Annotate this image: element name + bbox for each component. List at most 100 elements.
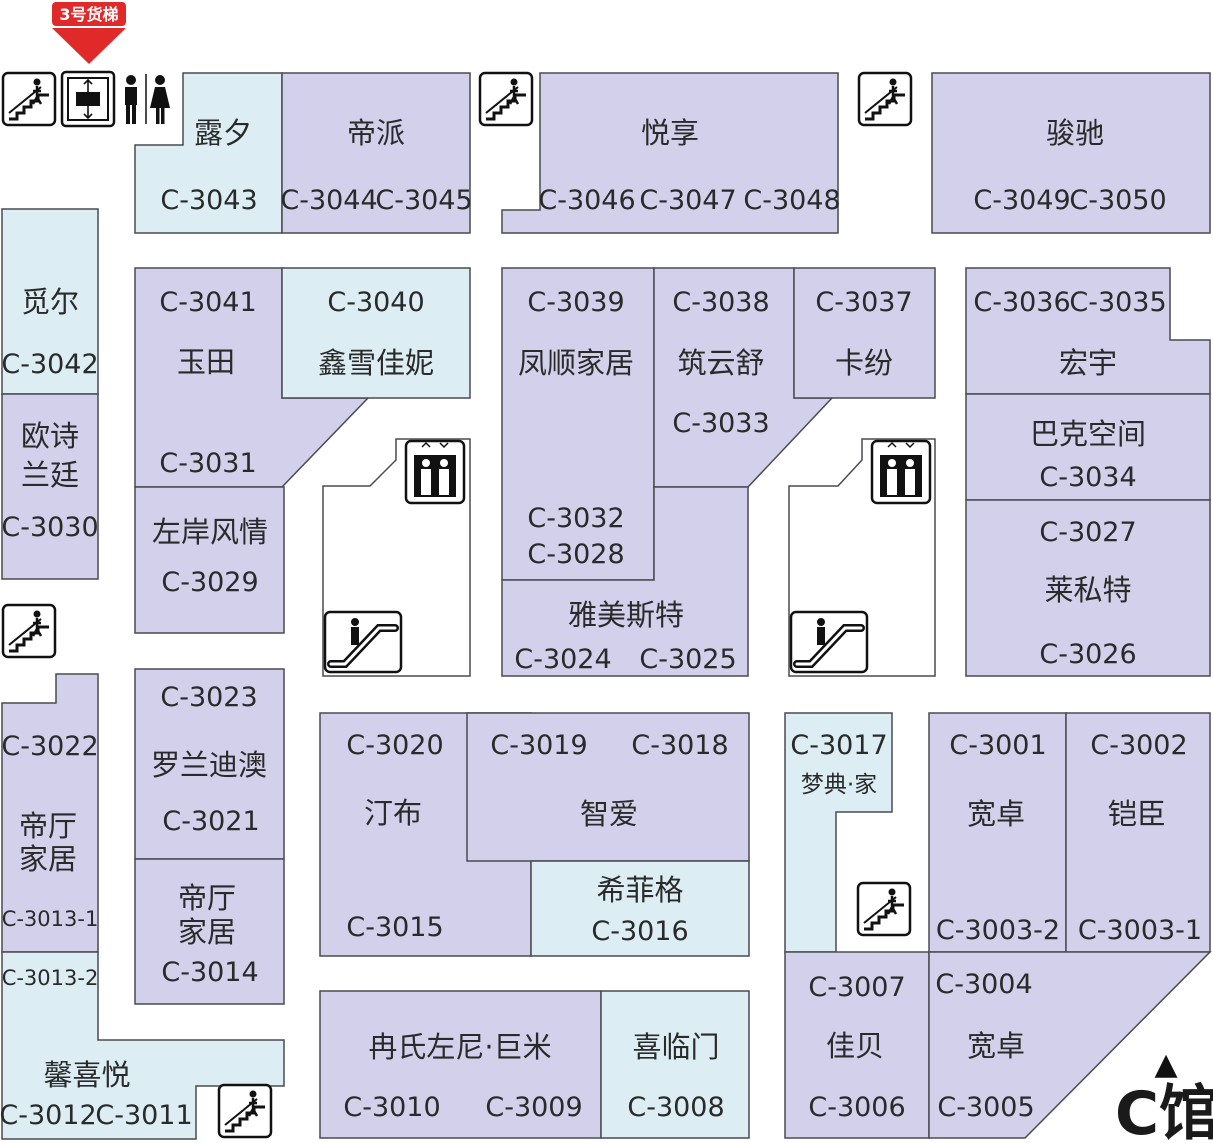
unit-code: C-3035	[1069, 287, 1166, 318]
unit-code: C-3006	[808, 1092, 905, 1123]
unit-3030[interactable]	[1, 393, 99, 580]
store-name: 冉氏左尼·巨米	[368, 1030, 551, 1064]
unit-code: C-3031	[159, 448, 256, 479]
unit-code: C-3050	[1069, 185, 1166, 216]
unit-3010[interactable]	[319, 990, 602, 1139]
store-name: 巴克空间	[1030, 417, 1146, 451]
unit-code: C-3017	[790, 730, 887, 761]
unit-3040[interactable]	[281, 267, 471, 399]
unit-code: C-3013-1	[2, 907, 99, 931]
unit-3042[interactable]	[1, 208, 99, 395]
unit-code: C-3030	[1, 512, 98, 543]
store-name: 铠臣	[1108, 797, 1166, 831]
unit-code: C-3045	[375, 185, 472, 216]
store-name: 莱私特	[1044, 573, 1131, 607]
store-name: 佳贝	[826, 1029, 884, 1063]
unit-3046[interactable]	[501, 72, 839, 234]
unit-code: C-3041	[159, 287, 256, 318]
unit-code: C-3016	[591, 916, 688, 947]
unit-3027[interactable]	[965, 499, 1211, 677]
unit-code: C-3049	[973, 185, 1070, 216]
unit-code: C-3015	[346, 912, 443, 943]
unit-3007[interactable]	[784, 951, 930, 1139]
unit-code: C-3043	[160, 185, 257, 216]
freight-elevator-icon	[60, 70, 116, 128]
unit-code: C-3022	[1, 731, 98, 762]
badge-label: 3号货梯	[59, 5, 118, 24]
unit-code: C-3001	[949, 730, 1046, 761]
unit-code: C-3033	[672, 408, 769, 439]
elevator-icon	[404, 439, 466, 505]
store-name-line: 帝厅	[19, 809, 77, 843]
stairs-icon	[857, 71, 913, 127]
store-name: 馨喜悦	[43, 1058, 130, 1092]
store-name: 希菲格	[596, 873, 683, 907]
unit-3044[interactable]	[281, 72, 471, 234]
unit-code: C-3020	[346, 730, 443, 761]
store-name-line: 兰廷	[21, 458, 79, 492]
unit-3024[interactable]	[501, 486, 749, 677]
unit-code: C-3028	[527, 539, 624, 570]
unit-code: C-3042	[1, 349, 98, 380]
unit-code: C-3038	[672, 287, 769, 318]
unit-3049[interactable]	[931, 72, 1211, 234]
stairs-icon	[478, 71, 534, 127]
unit-code: C-3029	[161, 567, 258, 598]
unit-3001[interactable]	[928, 712, 1067, 953]
store-name-line: 帝厅	[178, 881, 236, 915]
unit-3013-2[interactable]	[1, 951, 285, 1140]
store-name: 露夕	[194, 116, 252, 150]
unit-code: C-3023	[160, 682, 257, 713]
unit-code: C-3011	[95, 1100, 192, 1131]
unit-code: C-3036	[973, 287, 1070, 318]
unit-code: C-3002	[1090, 730, 1187, 761]
unit-code: C-3003-1	[1078, 915, 1202, 946]
store-name: 宽卓	[967, 797, 1025, 831]
unit-3023[interactable]	[134, 668, 285, 860]
unit-code: C-3047	[639, 185, 736, 216]
unit-code: C-3037	[815, 287, 912, 318]
unit-code: C-3039	[527, 287, 624, 318]
store-name: 悦享	[641, 116, 699, 150]
unit-code: C-3024	[514, 644, 611, 675]
store-name: 左岸风情	[152, 515, 268, 549]
unit-3014[interactable]	[134, 858, 285, 1005]
store-name: 玉田	[177, 345, 235, 379]
store-name: 罗兰迪澳	[151, 748, 267, 782]
store-name: 卡纷	[835, 346, 893, 380]
store-name-line: 家居	[19, 842, 77, 876]
unit-3034[interactable]	[965, 393, 1211, 501]
unit-3008[interactable]	[600, 990, 750, 1139]
unit-code: C-3019	[490, 730, 587, 761]
unit-code: C-3014	[161, 957, 258, 988]
stairs-icon	[217, 1083, 273, 1139]
store-name: 筑云舒	[677, 346, 764, 380]
unit-code: C-3010	[343, 1092, 440, 1123]
unit-3039[interactable]	[501, 267, 655, 581]
unit-code: C-3013-2	[2, 966, 99, 990]
unit-3004[interactable]	[928, 951, 1212, 1139]
unit-3016[interactable]	[530, 860, 750, 957]
stairs-icon	[856, 881, 912, 937]
store-name: 骏驰	[1046, 116, 1104, 150]
store-name-line: 欧诗	[21, 419, 79, 453]
unit-3029[interactable]	[134, 486, 285, 634]
unit-code: C-3018	[631, 730, 728, 761]
unit-code: C-3012	[0, 1100, 97, 1131]
unit-code: C-3034	[1039, 462, 1136, 493]
store-name: 梦典·家	[801, 772, 877, 798]
store-name: 汀布	[364, 796, 422, 830]
unit-3019[interactable]	[466, 712, 750, 862]
north-arrow-icon: ▲	[1154, 1047, 1177, 1082]
unit-code: C-3007	[808, 972, 905, 1003]
store-name: 宏宇	[1059, 346, 1117, 380]
unit-code: C-3026	[1039, 639, 1136, 670]
store-name: 觅尔	[21, 285, 79, 319]
unit-3002[interactable]	[1065, 712, 1211, 953]
unit-3037[interactable]	[793, 267, 936, 399]
store-name: 鑫雪佳妮	[318, 346, 434, 380]
store-name: 雅美斯特	[568, 598, 684, 632]
store-name: 宽卓	[967, 1029, 1025, 1063]
unit-code: C-3021	[162, 806, 259, 837]
